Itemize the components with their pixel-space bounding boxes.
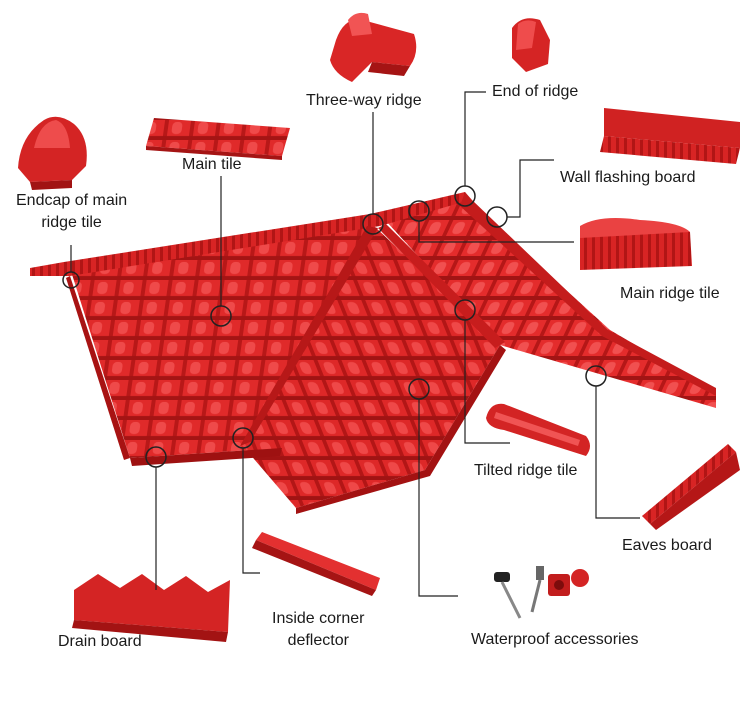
main-ridge-tile-label: Main ridge tile xyxy=(620,283,720,305)
endcap-label: Endcap of main ridge tile xyxy=(16,190,127,234)
inside-corner-label: Inside corner deflector xyxy=(272,608,365,652)
eaves-board-label: Eaves board xyxy=(622,535,712,557)
end-of-ridge-label: End of ridge xyxy=(492,81,578,103)
inside-corner-part xyxy=(252,532,380,596)
main-ridge-tile-part xyxy=(580,218,692,270)
inside-corner-label-line1: Inside corner xyxy=(272,608,365,630)
wall-flashing-part xyxy=(600,108,740,164)
drain-board-label: Drain board xyxy=(58,631,142,653)
three-way-ridge-part xyxy=(330,13,416,82)
tilted-ridge-part xyxy=(486,404,590,456)
main-tile-label: Main tile xyxy=(182,154,242,176)
endcap-part xyxy=(18,117,87,190)
end-of-ridge-part xyxy=(512,18,550,72)
waterproof-accessories-label: Waterproof accessories xyxy=(471,629,638,651)
endcap-label-line2: ridge tile xyxy=(16,212,127,234)
waterproof-accessories-part xyxy=(494,566,589,618)
eaves-board-part xyxy=(642,444,740,530)
endcap-label-line1: Endcap of main xyxy=(16,190,127,212)
inside-corner-label-line2: deflector xyxy=(272,630,365,652)
wall-flashing-label: Wall flashing board xyxy=(560,167,695,189)
tilted-ridge-label: Tilted ridge tile xyxy=(474,460,577,482)
three-way-ridge-label: Three-way ridge xyxy=(306,90,422,112)
